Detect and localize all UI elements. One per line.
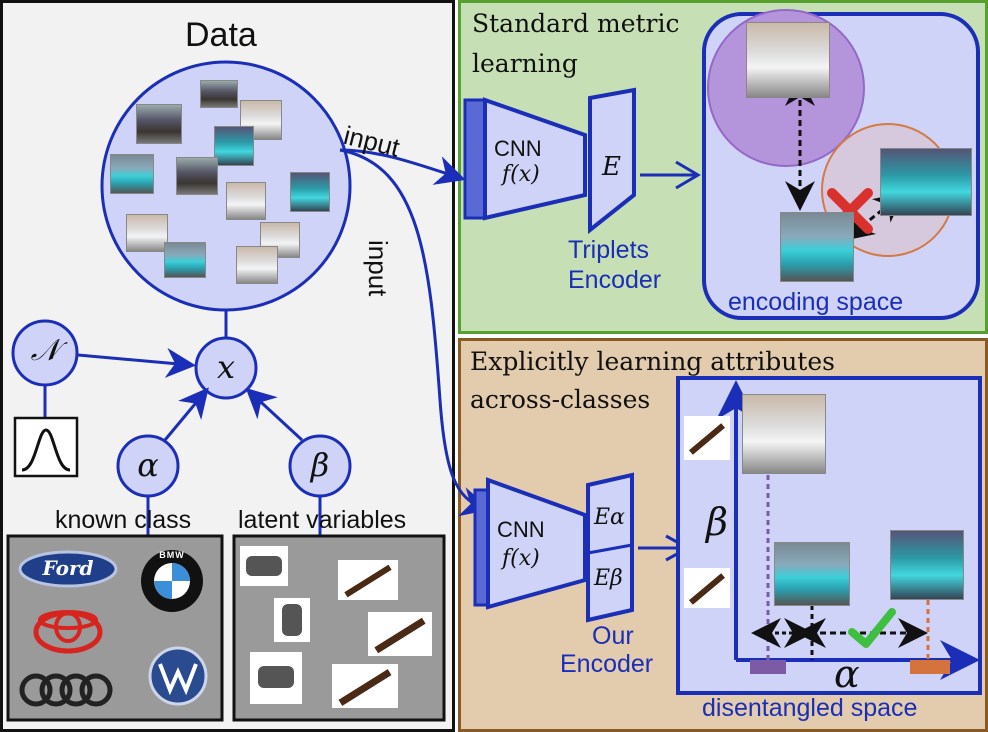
cnn-label: CNN (494, 136, 542, 161)
car-thumbnail (136, 104, 182, 144)
input-label-side: input (363, 240, 393, 297)
beta-axis-label: β (706, 500, 728, 544)
paintbrush-icon (684, 568, 730, 608)
paintbrush-icon (368, 612, 432, 656)
normal-node-label: 𝒩 (30, 333, 60, 368)
car-thumbnail (260, 222, 300, 258)
car-thumbnail (214, 126, 254, 166)
paintbrush-icon (684, 416, 730, 460)
paintbrush-icon (338, 560, 398, 600)
alpha-node-label: α (137, 446, 159, 484)
car-thumbnail (774, 542, 850, 606)
beta-node-label: β (310, 446, 330, 484)
explicit-title-line1: Explicitly learning attributes (470, 347, 835, 376)
fx-label: f(x) (502, 546, 540, 571)
latent-variables-label: latent variables (238, 506, 407, 534)
cnn-label: CNN (497, 517, 545, 542)
e-beta-label: Eβ (594, 566, 623, 591)
explicit-title-line2: across-classes (470, 385, 651, 414)
car-thumbnail (176, 157, 218, 195)
encoding-space-label: encoding space (728, 288, 904, 316)
car-thumbnail (890, 530, 964, 600)
vw-logo (150, 650, 206, 651)
camera-icon (250, 652, 302, 704)
encoder-label: Encoder (568, 266, 662, 294)
car-thumbnail (290, 172, 330, 212)
car-thumbnail (200, 80, 238, 108)
car-thumbnail (742, 394, 826, 474)
car-thumbnail (226, 182, 266, 220)
standard-title-line2: learning (472, 49, 578, 78)
car-thumbnail (780, 212, 854, 282)
paintbrush-icon (332, 664, 398, 708)
alpha-axis-label: α (834, 652, 860, 696)
audi-logo (20, 675, 112, 676)
ford-logo: Ford (42, 556, 94, 580)
car-thumbnail (110, 154, 154, 194)
car-thumbnail (880, 148, 972, 216)
known-class-label: known class (55, 506, 192, 534)
e-alpha-label: Eα (594, 505, 625, 530)
disentangled-space-label: disentangled space (702, 694, 918, 722)
car-thumbnail (164, 242, 206, 278)
camera-icon (240, 546, 288, 586)
our-encoder-label: Encoder (560, 650, 654, 678)
car-thumbnail (746, 22, 830, 98)
car-thumbnail (236, 246, 278, 284)
standard-title-line1: Standard metric (472, 9, 680, 38)
toyota-logo (40, 605, 96, 606)
car-thumbnail (126, 214, 168, 252)
camera-icon (274, 598, 310, 642)
x-node-label: x (216, 348, 236, 386)
triplets-label: Triplets (568, 236, 650, 264)
x-node (194, 336, 258, 400)
bmw-logo: BMW (159, 550, 185, 560)
our-label: Our (592, 622, 634, 650)
check-icon (848, 608, 896, 648)
data-title: Data (185, 16, 257, 54)
e-label: E (602, 152, 621, 182)
fx-label: f(x) (502, 162, 540, 187)
